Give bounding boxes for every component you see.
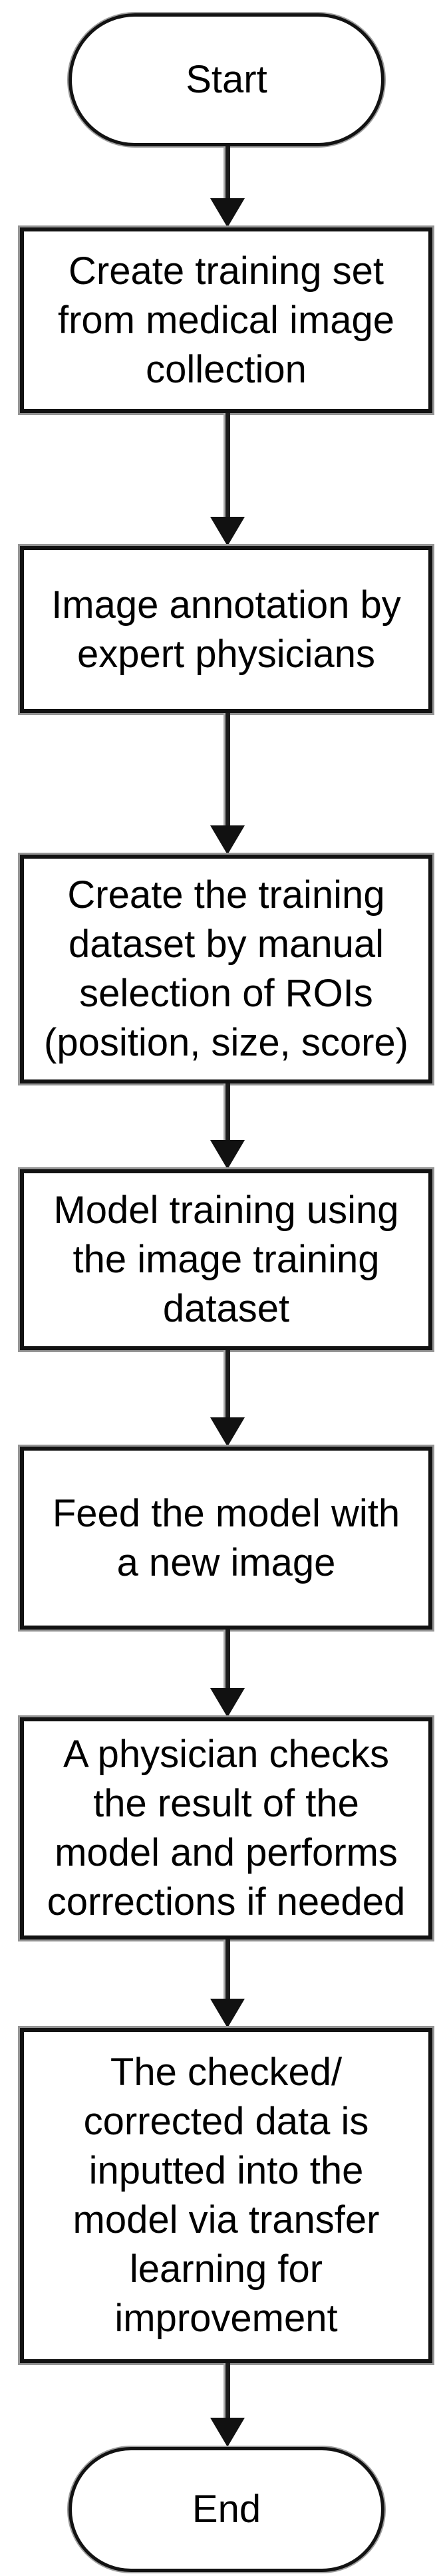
process-line: corrections if needed	[47, 1880, 406, 1924]
arrow-shaft	[225, 1939, 230, 1999]
arrow-shaft	[225, 713, 230, 825]
process-line: (position, size, score)	[44, 1021, 408, 1064]
arrow-shaft	[225, 146, 230, 198]
process-line: expert physicians	[76, 632, 376, 676]
connector-arrow-8	[210, 2363, 245, 2447]
arrow-head-down-icon	[210, 2418, 245, 2447]
process-line: from medical image	[57, 298, 395, 342]
process-node-create-dataset-rois: Create the training dataset by manual se…	[20, 855, 432, 1083]
process-line: Create the training	[67, 873, 385, 917]
start-node: Start	[69, 13, 384, 146]
arrow-shaft	[225, 1350, 230, 1417]
process-line: model and performs	[55, 1831, 398, 1874]
process-node-model-training: Model training using the image training …	[20, 1169, 432, 1350]
arrow-head-down-icon	[210, 1417, 245, 1447]
process-line: dataset	[162, 1287, 290, 1330]
arrow-head-down-icon	[210, 198, 245, 227]
start-label: Start	[186, 58, 267, 101]
process-line: selection of ROIs	[79, 972, 373, 1015]
arrow-head-down-icon	[210, 1688, 245, 1717]
arrow-shaft	[225, 413, 230, 517]
connector-arrow-5	[210, 1350, 245, 1447]
arrow-shaft	[225, 2363, 230, 2418]
process-node-create-training-set: Create training set from medical image c…	[20, 227, 432, 413]
process-line: corrected data is	[83, 2100, 369, 2143]
arrow-shaft	[225, 1630, 230, 1688]
process-line: inputted into the	[88, 2149, 364, 2192]
process-line: Model training using	[53, 1189, 399, 1232]
arrow-head-down-icon	[210, 1140, 245, 1169]
process-node-physician-checks: A physician checks the result of the mod…	[20, 1717, 432, 1939]
process-line: improvement	[114, 2297, 338, 2340]
connector-arrow-1	[210, 146, 245, 227]
process-line: the result of the	[93, 1782, 359, 1825]
connector-arrow-3	[210, 713, 245, 855]
process-node-transfer-learning: The checked/ corrected data is inputted …	[20, 2028, 432, 2363]
process-line: collection	[146, 347, 307, 391]
arrow-head-down-icon	[210, 517, 245, 546]
process-node-feed-model: Feed the model with a new image	[20, 1447, 432, 1630]
process-line: learning for	[129, 2247, 323, 2291]
process-line: model via transfer	[73, 2198, 380, 2241]
process-line: Feed the model with	[52, 1491, 400, 1535]
end-node: End	[69, 2447, 384, 2572]
connector-arrow-6	[210, 1630, 245, 1717]
process-line: the image training	[73, 1238, 380, 1281]
connector-arrow-2	[210, 413, 245, 546]
connector-arrow-7	[210, 1939, 245, 2028]
connector-arrow-4	[210, 1083, 245, 1169]
process-node-image-annotation: Image annotation by expert physicians	[20, 546, 432, 713]
process-line: A physician checks	[63, 1733, 390, 1776]
end-label: End	[192, 2488, 261, 2531]
process-line: The checked/	[110, 2051, 343, 2094]
process-line: Create training set	[69, 249, 384, 293]
process-line: Image annotation by	[51, 583, 401, 627]
arrow-shaft	[225, 1083, 230, 1140]
process-line: a new image	[116, 1540, 336, 1584]
arrow-head-down-icon	[210, 825, 245, 855]
arrow-head-down-icon	[210, 1999, 245, 2028]
process-line: dataset by manual	[69, 923, 384, 966]
